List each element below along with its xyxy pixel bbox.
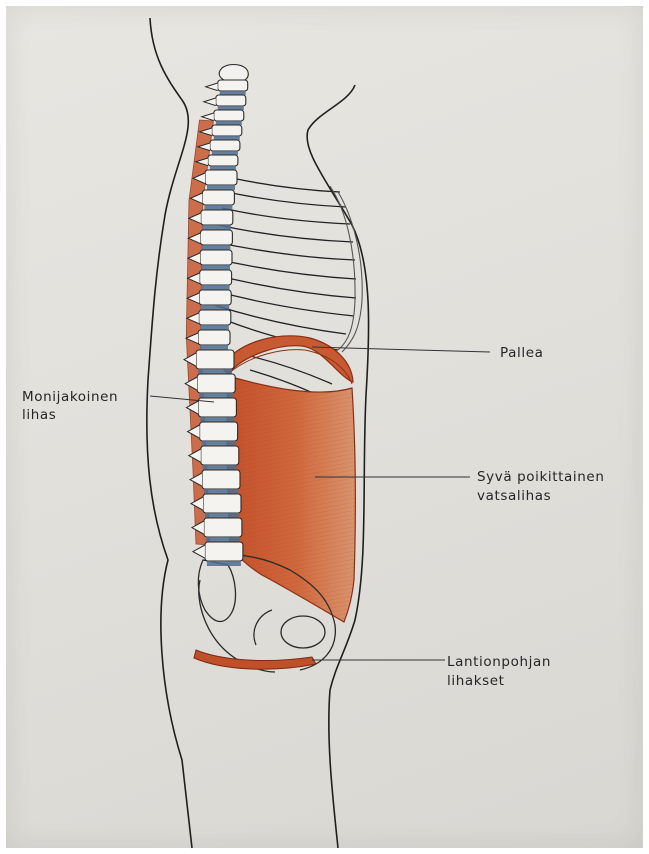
rib-line xyxy=(232,178,340,192)
intervertebral-disc xyxy=(202,245,230,250)
vertebra xyxy=(205,542,243,561)
vertebra xyxy=(200,270,232,285)
intervertebral-disc xyxy=(218,106,244,110)
vertebra xyxy=(200,230,232,245)
rib-line xyxy=(222,208,350,224)
intervertebral-disc xyxy=(204,205,232,210)
pelvic-floor-label-line2: lihakset xyxy=(447,673,505,689)
spinous-process xyxy=(202,113,214,121)
vertebra xyxy=(199,290,231,305)
intervertebral-disc xyxy=(202,441,236,446)
intervertebral-disc xyxy=(199,393,233,398)
back-outline xyxy=(147,18,192,848)
rib-line xyxy=(215,242,355,260)
spinous-process xyxy=(206,83,218,91)
vertebra xyxy=(214,110,244,121)
vertebra xyxy=(212,125,242,136)
intervertebral-disc xyxy=(203,225,231,230)
vertebra xyxy=(216,95,246,106)
rib-line xyxy=(214,305,346,334)
vertebra xyxy=(205,170,237,185)
multifidus-label-line2: lihas xyxy=(22,407,56,423)
intervertebral-disc xyxy=(202,285,230,290)
rib-cartilage-edge xyxy=(330,186,355,350)
vertebra xyxy=(203,494,241,513)
femur-head-edge xyxy=(254,610,272,645)
multifidus-label-line1: Monijakoinen xyxy=(22,389,118,405)
transversus-label-line2: vatsalihas xyxy=(477,488,551,504)
intervertebral-disc xyxy=(216,121,242,125)
vertebra xyxy=(202,190,234,205)
transversus-label: Syvä poikittainen vatsalihas xyxy=(477,469,609,504)
sacrum xyxy=(198,560,235,622)
rib-cartilage-edge xyxy=(338,192,362,352)
pelvic-floor-label-line1: Lantionpohjan xyxy=(447,654,551,670)
intervertebral-disc xyxy=(207,185,235,190)
vertebra xyxy=(201,446,239,465)
intervertebral-disc xyxy=(200,417,234,422)
transversus-hatching xyxy=(227,376,355,622)
vertebra xyxy=(208,155,238,166)
vertebra xyxy=(200,422,238,441)
intervertebral-disc xyxy=(203,465,237,470)
intervertebral-disc xyxy=(202,265,230,270)
intervertebral-disc xyxy=(200,345,228,350)
rib-line xyxy=(212,290,354,316)
intervertebral-disc xyxy=(212,151,238,155)
pelvic-floor-muscle xyxy=(194,650,316,669)
intervertebral-disc xyxy=(201,325,229,330)
pallea-label: Pallea xyxy=(500,345,544,361)
intervertebral-disc xyxy=(204,489,238,494)
intervertebral-disc xyxy=(205,513,239,518)
vertebra xyxy=(198,330,230,345)
spinous-process xyxy=(193,545,205,558)
rib-line xyxy=(212,258,356,279)
vertebra xyxy=(202,470,240,489)
rib-line xyxy=(227,192,346,207)
transversus-label-line1: Syvä poikittainen xyxy=(477,469,605,485)
intervertebral-disc xyxy=(207,561,241,566)
vertebra xyxy=(199,310,231,325)
intervertebral-disc xyxy=(206,537,240,542)
spinous-process xyxy=(204,98,216,106)
obturator-foramen xyxy=(281,616,325,648)
rib-line xyxy=(218,225,353,242)
intervertebral-disc xyxy=(198,369,232,374)
diaphragm-muscle xyxy=(222,336,353,382)
vertebra xyxy=(210,140,240,151)
vertebra xyxy=(200,250,232,265)
vertebra xyxy=(201,210,233,225)
vertebra xyxy=(197,374,235,393)
intervertebral-disc xyxy=(201,305,229,310)
intervertebral-disc xyxy=(210,166,236,170)
vertebra xyxy=(196,350,234,369)
pelvic-floor-label: Lantionpohjan lihakset xyxy=(447,654,556,689)
vertebra xyxy=(218,80,248,91)
vertebra xyxy=(204,518,242,537)
rib-line xyxy=(246,355,332,384)
intervertebral-disc xyxy=(214,136,240,140)
multifidus-label: Monijakoinen lihas xyxy=(22,389,123,423)
intervertebral-disc xyxy=(220,91,246,95)
